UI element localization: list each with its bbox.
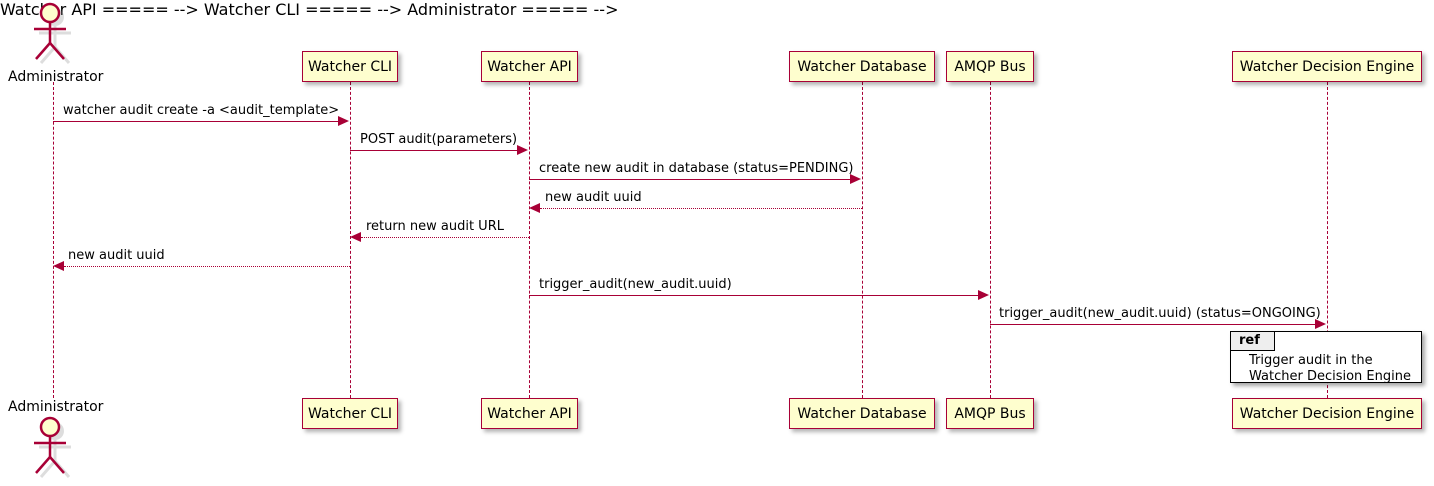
participant-box-watcher-api-bottom[interactable]: Watcher API: [481, 398, 578, 429]
participant-label-amqp-bus-bottom: AMQP Bus: [954, 405, 1026, 422]
message-line-3: [529, 179, 851, 180]
participant-label-watcher-decision-engine-top: Watcher Decision Engine: [1239, 58, 1415, 75]
ref-fragment: ref Trigger audit in the Watcher Decisio…: [1230, 331, 1422, 386]
message-label-7: trigger_audit(new_audit.uuid): [539, 277, 732, 292]
lifeline-watcher-api: [529, 82, 530, 398]
message-line-7: [529, 295, 979, 296]
message-label-1: watcher audit create -a <audit_template>: [63, 103, 340, 118]
message-arrowhead-1: [338, 116, 349, 126]
ref-fragment-tab: ref: [1231, 332, 1275, 352]
message-line-1: [53, 121, 339, 122]
message-line-8: [990, 324, 1316, 325]
message-line-4: [540, 208, 862, 209]
participant-label-watcher-api-top: Watcher API: [487, 58, 572, 75]
actor-stick-figure-icon: [34, 2, 71, 64]
message-label-5: return new audit URL: [366, 219, 504, 234]
participant-label-watcher-decision-engine-bottom: Watcher Decision Engine: [1239, 405, 1415, 422]
message-arrowhead-3: [850, 174, 861, 184]
participant-label-watcher-api-bottom: Watcher API: [487, 405, 572, 422]
message-line-2: [350, 150, 518, 151]
ref-fragment-line-2: Watcher Decision Engine: [1249, 369, 1411, 385]
actor-label-administrator-top: Administrator: [8, 69, 104, 85]
participant-box-watcher-decision-engine-top[interactable]: Watcher Decision Engine: [1232, 51, 1422, 82]
ref-fragment-body: Trigger audit in the Watcher Decision En…: [1249, 353, 1411, 386]
participant-box-watcher-cli-bottom[interactable]: Watcher CLI: [302, 398, 398, 429]
message-arrowhead-5: [350, 232, 361, 242]
message-arrowhead-6: [53, 261, 64, 271]
participant-box-watcher-database-top[interactable]: Watcher Database: [789, 51, 935, 82]
actor-stick-figure-icon-bottom: [34, 416, 71, 478]
participant-box-watcher-api-top[interactable]: Watcher API: [481, 51, 578, 82]
message-label-6: new audit uuid: [68, 248, 165, 263]
participant-label-watcher-cli-top: Watcher CLI: [307, 58, 393, 75]
participant-label-amqp-bus-top: AMQP Bus: [954, 58, 1026, 75]
message-line-5: [361, 237, 529, 238]
message-line-6: [64, 266, 350, 267]
participant-label-watcher-database-top: Watcher Database: [797, 58, 927, 75]
message-arrowhead-8: [1315, 319, 1326, 329]
message-label-2: POST audit(parameters): [360, 132, 518, 147]
participant-label-watcher-cli-bottom: Watcher CLI: [307, 405, 393, 422]
lifeline-amqp-bus: [990, 82, 991, 398]
lifeline-administrator: [53, 82, 54, 398]
participant-box-watcher-decision-engine-bottom[interactable]: Watcher Decision Engine: [1232, 398, 1422, 429]
message-arrowhead-7: [978, 290, 989, 300]
message-label-3: create new audit in database (status=PEN…: [539, 161, 854, 176]
message-label-4: new audit uuid: [545, 190, 642, 205]
ref-fragment-line-1: Trigger audit in the: [1249, 353, 1373, 368]
message-arrowhead-2: [517, 145, 528, 155]
participant-box-watcher-database-bottom[interactable]: Watcher Database: [789, 398, 935, 429]
participant-box-amqp-bus-bottom[interactable]: AMQP Bus: [946, 398, 1034, 429]
actor-label-administrator-bottom: Administrator: [8, 399, 104, 415]
ref-fragment-tab-label: ref: [1239, 333, 1260, 348]
participant-box-amqp-bus-top[interactable]: AMQP Bus: [946, 51, 1034, 82]
participant-box-watcher-cli-top[interactable]: Watcher CLI: [302, 51, 398, 82]
lifeline-watcher-decision-engine: [1327, 82, 1328, 398]
participant-label-watcher-database-bottom: Watcher Database: [797, 405, 927, 422]
message-arrowhead-4: [529, 203, 540, 213]
lifeline-watcher-database: [862, 82, 863, 398]
message-label-8: trigger_audit(new_audit.uuid) (status=ON…: [999, 306, 1321, 321]
